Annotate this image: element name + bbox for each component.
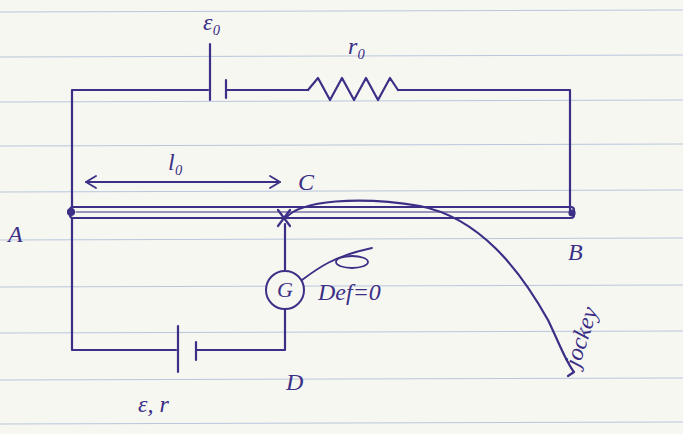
- cell-long-plate: [209, 44, 211, 100]
- wire: [226, 89, 308, 91]
- wire: [72, 218, 176, 350]
- wire: [398, 90, 570, 212]
- arrowhead: [270, 176, 280, 188]
- deflection-scribble: [302, 248, 372, 280]
- galvanometer-symbol: G: [265, 270, 305, 310]
- circuit-label: l₀: [168, 150, 183, 174]
- cell-long-plate: [177, 326, 179, 372]
- circuit-label: D: [286, 370, 303, 394]
- circuit-label: B: [568, 240, 583, 264]
- terminal-dot: [68, 209, 74, 215]
- terminal-dot: [570, 211, 575, 216]
- potentiometer-wire: [70, 207, 574, 218]
- resistor-symbol: [308, 78, 398, 100]
- jockey-lead: [286, 201, 574, 376]
- arrowhead: [86, 176, 96, 188]
- circuit-label: ε₀: [203, 10, 221, 34]
- wire: [284, 224, 286, 271]
- circuit-label: C: [298, 170, 314, 194]
- length-arrow: [86, 181, 280, 183]
- wire: [72, 90, 208, 210]
- galvanometer-label: G: [277, 279, 293, 301]
- circuit-label: A: [8, 222, 23, 246]
- circuit-label: Def=0: [318, 280, 381, 304]
- circuit-label: jockey: [560, 304, 602, 370]
- circuit-label: r₀: [348, 34, 366, 58]
- circuit-label: ε, r: [138, 392, 169, 416]
- wire-inner: [76, 212, 570, 213]
- wire: [196, 309, 285, 350]
